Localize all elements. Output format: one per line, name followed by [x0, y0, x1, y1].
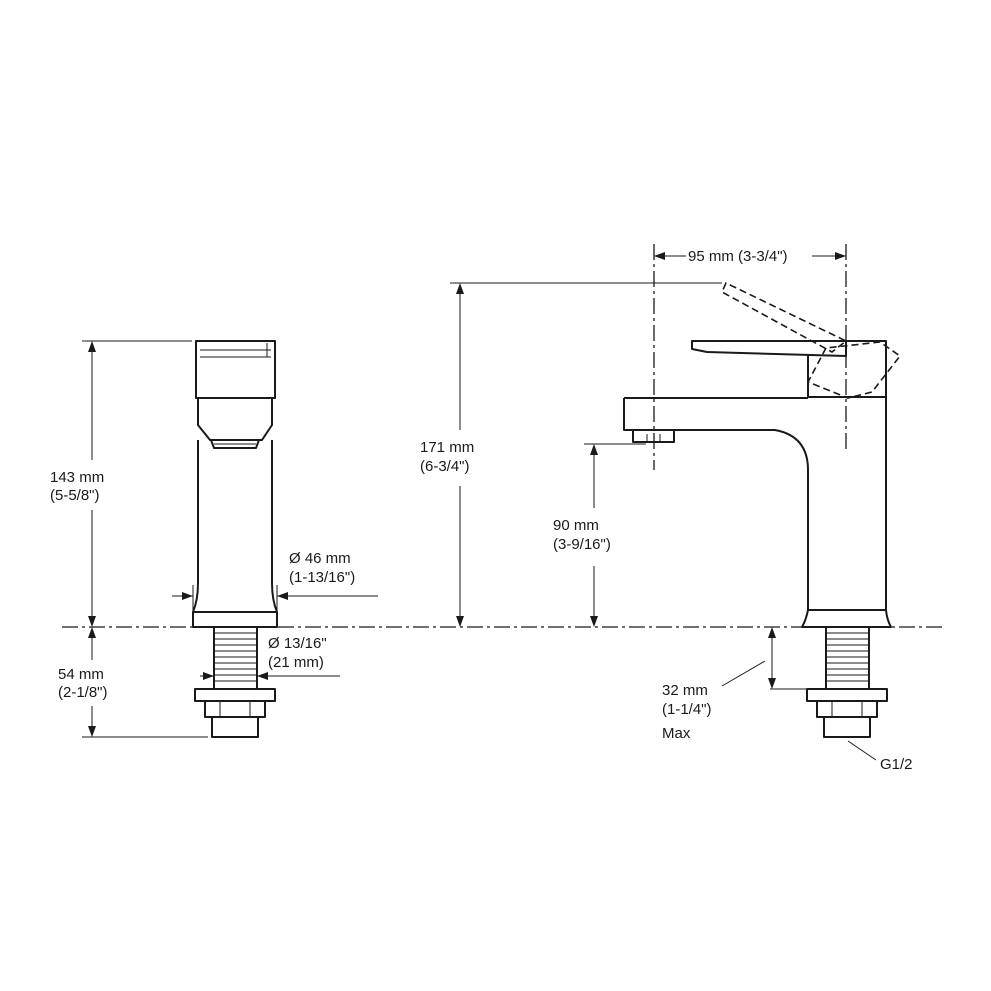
- label-143mm: 143 mm: [50, 469, 104, 486]
- label-32mm: 32 mm: [662, 682, 708, 699]
- label-shank-inches: Ø 13/16": [268, 635, 327, 652]
- label-46mm: Ø 46 mm: [289, 550, 351, 567]
- thread-leader: [847, 740, 877, 761]
- dim-shank-diameter: [200, 672, 340, 680]
- dim-95mm-reach: [653, 244, 847, 470]
- dim-143mm-height: [82, 340, 192, 627]
- label-171mm-inches: (6-3/4"): [420, 458, 470, 475]
- dim-90mm-spout-height: [584, 443, 646, 627]
- dim-46mm-base-diameter: [172, 585, 378, 612]
- label-95mm-reach: 95 mm (3-3/4"): [688, 248, 788, 265]
- label-143mm-inches: (5-5/8"): [50, 487, 100, 504]
- label-171mm: 171 mm: [420, 439, 474, 456]
- lever-alternate-position: [720, 281, 902, 399]
- label-32mm-max: Max: [662, 725, 691, 742]
- label-32mm-inches: (1-1/4"): [662, 701, 712, 718]
- dim-54mm-below-deck: [82, 627, 208, 738]
- dim-32mm-deck-thickness: [721, 627, 826, 690]
- label-46mm-inches: (1-13/16"): [289, 569, 355, 586]
- label-90mm-inches: (3-9/16"): [553, 536, 611, 553]
- faucet-side-view: [192, 340, 278, 738]
- faucet-front-view: [623, 340, 892, 738]
- label-54mm-inches: (2-1/8"): [58, 684, 108, 701]
- label-shank-mm: (21 mm): [268, 654, 324, 671]
- dim-171mm-total-height: [450, 282, 722, 627]
- label-90mm: 90 mm: [553, 517, 599, 534]
- label-54mm: 54 mm: [58, 666, 104, 683]
- label-thread-g12: G1/2: [880, 756, 913, 773]
